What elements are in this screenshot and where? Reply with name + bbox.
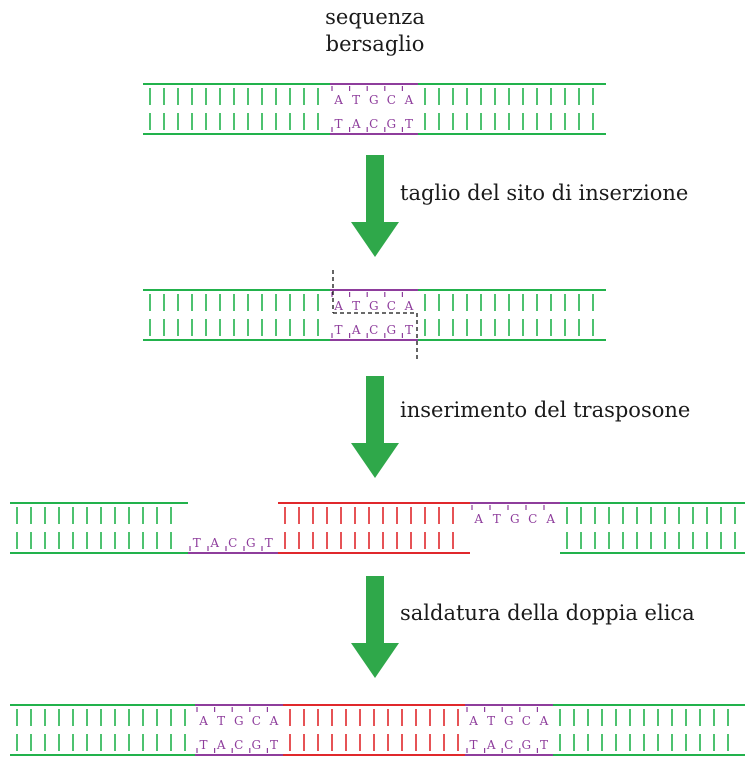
target-site-bottom-base-letter: T xyxy=(405,323,414,337)
target-site-copy-right-top-base-letter: G xyxy=(504,714,514,728)
target-site-bottom-base-letter: G xyxy=(387,323,397,337)
target-site-copy-left-bottom-base-letter: G xyxy=(252,738,262,752)
target-site-bottom-base-letter: A xyxy=(351,117,361,131)
arrow-step-3 xyxy=(351,576,399,678)
target-site-copy-left-top-base-letter: A xyxy=(269,714,279,728)
step-2-label: inserimento del trasposone xyxy=(400,398,690,422)
target-site-copy-right-top-base-letter: A xyxy=(539,714,549,728)
target-site-copy-left-bottom-base-letter: A xyxy=(216,738,226,752)
target-site-top-base-letter: G xyxy=(369,299,379,313)
arrow-step-1 xyxy=(351,155,399,257)
target-site-bottom-base-letter: T xyxy=(335,117,344,131)
target-site-copy-left-bottom-base-letter: T xyxy=(193,536,202,550)
target-site-bottom-base-letter: G xyxy=(387,117,397,131)
target-site-bottom-base-letter: T xyxy=(405,117,414,131)
target-site-copy-right-bottom-base-letter: T xyxy=(470,738,479,752)
target-site-copy-right-top-base-letter: A xyxy=(468,714,478,728)
target-site-top-base-letter: A xyxy=(404,299,414,313)
cut-line xyxy=(332,270,418,360)
target-sequence-title-line2: bersaglio xyxy=(326,32,425,56)
target-site-top-base-letter: G xyxy=(369,93,379,107)
target-site-copy-right-top-base-letter: G xyxy=(510,512,520,526)
target-site-copy-left-bottom-base-letter: C xyxy=(228,536,238,550)
target-site-top-base-letter: C xyxy=(387,299,397,313)
target-site-copy-left-top-base-letter: C xyxy=(252,714,262,728)
target-site-copy-right-top-base-letter: A xyxy=(473,512,483,526)
target-site-bottom-base-letter: A xyxy=(351,323,361,337)
step-1-label: taglio del sito di inserzione xyxy=(400,181,688,205)
target-site-top-base-letter: A xyxy=(404,93,414,107)
target-sequence-title-line1: sequenza xyxy=(325,5,425,29)
target-site-copy-left-bottom-base-letter: T xyxy=(265,536,274,550)
target-site-copy-left-bottom-base-letter: T xyxy=(200,738,209,752)
target-site-copy-right-bottom-base-letter: A xyxy=(486,738,496,752)
target-site-top-base-letter: T xyxy=(352,93,361,107)
target-site-copy-left-top-base-letter: G xyxy=(234,714,244,728)
target-site-top-base-letter: A xyxy=(333,93,343,107)
target-site-copy-left-top-base-letter: A xyxy=(198,714,208,728)
target-site-copy-right-top-base-letter: C xyxy=(528,512,538,526)
target-site-copy-right-top-base-letter: A xyxy=(545,512,555,526)
target-site-copy-left-bottom-base-letter: G xyxy=(246,536,256,550)
arrow-step-2 xyxy=(351,376,399,478)
step-3-label: saldatura della doppia elica xyxy=(400,601,695,625)
target-site-copy-left-bottom-base-letter: T xyxy=(270,738,279,752)
target-site-bottom-base-letter: C xyxy=(369,117,379,131)
target-site-copy-right-bottom-base-letter: T xyxy=(540,738,549,752)
target-site-copy-right-top-base-letter: T xyxy=(487,714,496,728)
target-site-top-base-letter: T xyxy=(352,299,361,313)
target-site-top-base-letter: C xyxy=(387,93,397,107)
target-site-bottom-base-letter: C xyxy=(369,323,379,337)
target-site-bottom-base-letter: T xyxy=(335,323,344,337)
target-site-copy-right-bottom-base-letter: G xyxy=(522,738,532,752)
target-site-top-base-letter: A xyxy=(333,299,343,313)
target-site-copy-right-top-base-letter: C xyxy=(522,714,532,728)
target-site-copy-right-bottom-base-letter: C xyxy=(504,738,514,752)
target-site-copy-left-bottom-base-letter: A xyxy=(209,536,219,550)
target-site-copy-right-top-base-letter: T xyxy=(493,512,502,526)
target-site-copy-left-bottom-base-letter: C xyxy=(234,738,244,752)
target-site-copy-left-top-base-letter: T xyxy=(217,714,226,728)
